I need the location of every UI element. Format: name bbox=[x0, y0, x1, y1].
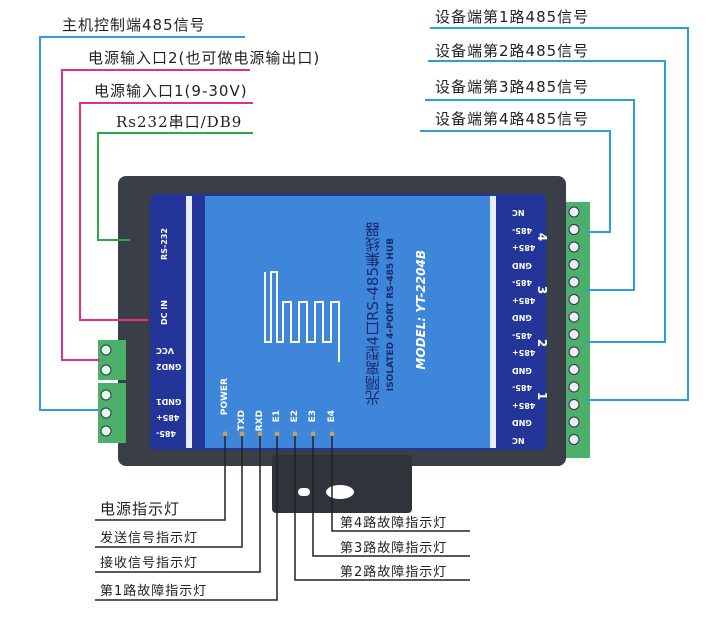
terminal-label: GND bbox=[512, 260, 532, 270]
label-e3-led: 第3路故障指示灯 bbox=[340, 541, 448, 556]
terminal-screw bbox=[568, 399, 580, 410]
device-title-cn: 光隔离型4口RS-485集线器 bbox=[364, 222, 382, 406]
terminal-label: GND bbox=[512, 418, 532, 427]
terminal-label: 485+ bbox=[512, 295, 536, 305]
led-callout-lines bbox=[95, 436, 470, 601]
terminal-label: NC bbox=[512, 435, 525, 445]
terminal-screw bbox=[568, 276, 580, 288]
label-e2-led: 第2路故障指示灯 bbox=[340, 565, 448, 580]
port-number: 4 bbox=[535, 232, 550, 242]
label-e4-led: 第4路故障指示灯 bbox=[340, 516, 448, 531]
mounting-slot bbox=[298, 488, 310, 496]
terminal-screw bbox=[568, 311, 580, 323]
label-device-485-2: 设备端第2路485信号 bbox=[435, 42, 590, 60]
label-rs232: Rs232串口/DB9 bbox=[116, 113, 243, 131]
led-indicator bbox=[257, 431, 263, 437]
terminal-label: 485+ bbox=[512, 243, 536, 252]
terminal-screw bbox=[568, 381, 580, 393]
terminal-label: 485- bbox=[512, 330, 533, 340]
port-label-485n: 485- bbox=[156, 429, 177, 438]
terminal-label: 485- bbox=[512, 278, 533, 287]
terminal-screw bbox=[568, 329, 580, 340]
terminal-label: GND bbox=[512, 365, 532, 375]
led-label: E3 bbox=[308, 410, 318, 423]
mounting-bracket bbox=[272, 455, 412, 513]
mounting-hole bbox=[326, 485, 354, 499]
led-indicator bbox=[292, 431, 298, 437]
device-model: MODEL: YT-2204B bbox=[414, 250, 428, 370]
device-title-en: ISOLATED 4-PORT RS-485 HUB bbox=[386, 238, 396, 392]
label-e1-led: 第1路故障指示灯 bbox=[100, 584, 208, 599]
terminal-label: GND bbox=[512, 313, 532, 322]
terminal-screw bbox=[568, 206, 580, 218]
led-label: E2 bbox=[290, 410, 300, 423]
left-terminal-screws bbox=[100, 344, 112, 437]
led-label: RXD bbox=[255, 410, 265, 432]
terminal-screw bbox=[568, 224, 580, 235]
terminal-label: 485+ bbox=[512, 348, 536, 357]
terminal-screw bbox=[568, 416, 580, 428]
port-label-485p: 485+ bbox=[156, 413, 180, 422]
port-label-rs232: RS-232 bbox=[160, 228, 169, 260]
panel-center bbox=[205, 196, 495, 448]
port-number: 3 bbox=[535, 285, 550, 295]
led-label: POWER bbox=[220, 378, 230, 416]
label-device-485-3: 设备端第3路485信号 bbox=[435, 78, 590, 96]
terminal-screw bbox=[568, 259, 580, 270]
panel-stripe bbox=[186, 196, 192, 448]
label-device-485-1: 设备端第1路485信号 bbox=[435, 8, 590, 26]
led-indicator bbox=[274, 431, 280, 437]
panel-stripe bbox=[490, 196, 496, 448]
port-label-gnd2: GND2 bbox=[156, 362, 182, 371]
label-device-485-4: 设备端第4路485信号 bbox=[435, 110, 590, 128]
terminal-screw bbox=[568, 294, 580, 305]
label-host-485: 主机控制端485信号 bbox=[62, 16, 206, 34]
port-label-dcin: DC IN bbox=[160, 300, 169, 325]
terminal-label: 485- bbox=[512, 225, 533, 235]
terminal-label: 485+ bbox=[512, 400, 536, 410]
power-terminal bbox=[98, 340, 126, 380]
terminal-label: NC bbox=[512, 208, 525, 217]
terminal-screw bbox=[568, 346, 580, 358]
led-label: E1 bbox=[272, 410, 282, 423]
terminal-screw bbox=[568, 364, 580, 375]
led-indicator bbox=[239, 431, 245, 437]
port-number: 1 bbox=[535, 391, 550, 401]
port-number: 2 bbox=[535, 338, 550, 348]
logo-icon bbox=[264, 271, 340, 362]
label-power-input-1: 电源输入口1(9-30V) bbox=[94, 82, 248, 100]
led-label: E4 bbox=[327, 410, 337, 423]
label-rxd-led: 接收信号指示灯 bbox=[100, 556, 199, 571]
terminal-screw bbox=[568, 241, 580, 253]
label-power-led: 电源指示灯 bbox=[100, 500, 181, 518]
callout-lines bbox=[39, 27, 689, 411]
terminal-screw bbox=[568, 434, 580, 445]
label-txd-led: 发送信号指示灯 bbox=[100, 531, 199, 546]
led-label: TXD bbox=[237, 410, 247, 431]
label-power-input-2: 电源输入口2(也可做电源输出口) bbox=[88, 49, 321, 67]
led-indicator bbox=[222, 431, 228, 437]
port-label-vcc: VCC bbox=[156, 346, 174, 355]
led-indicator bbox=[329, 431, 335, 437]
terminal-label: 485- bbox=[512, 383, 533, 392]
led-indicator bbox=[310, 431, 316, 437]
port-label-gnd1: GND1 bbox=[156, 397, 182, 406]
